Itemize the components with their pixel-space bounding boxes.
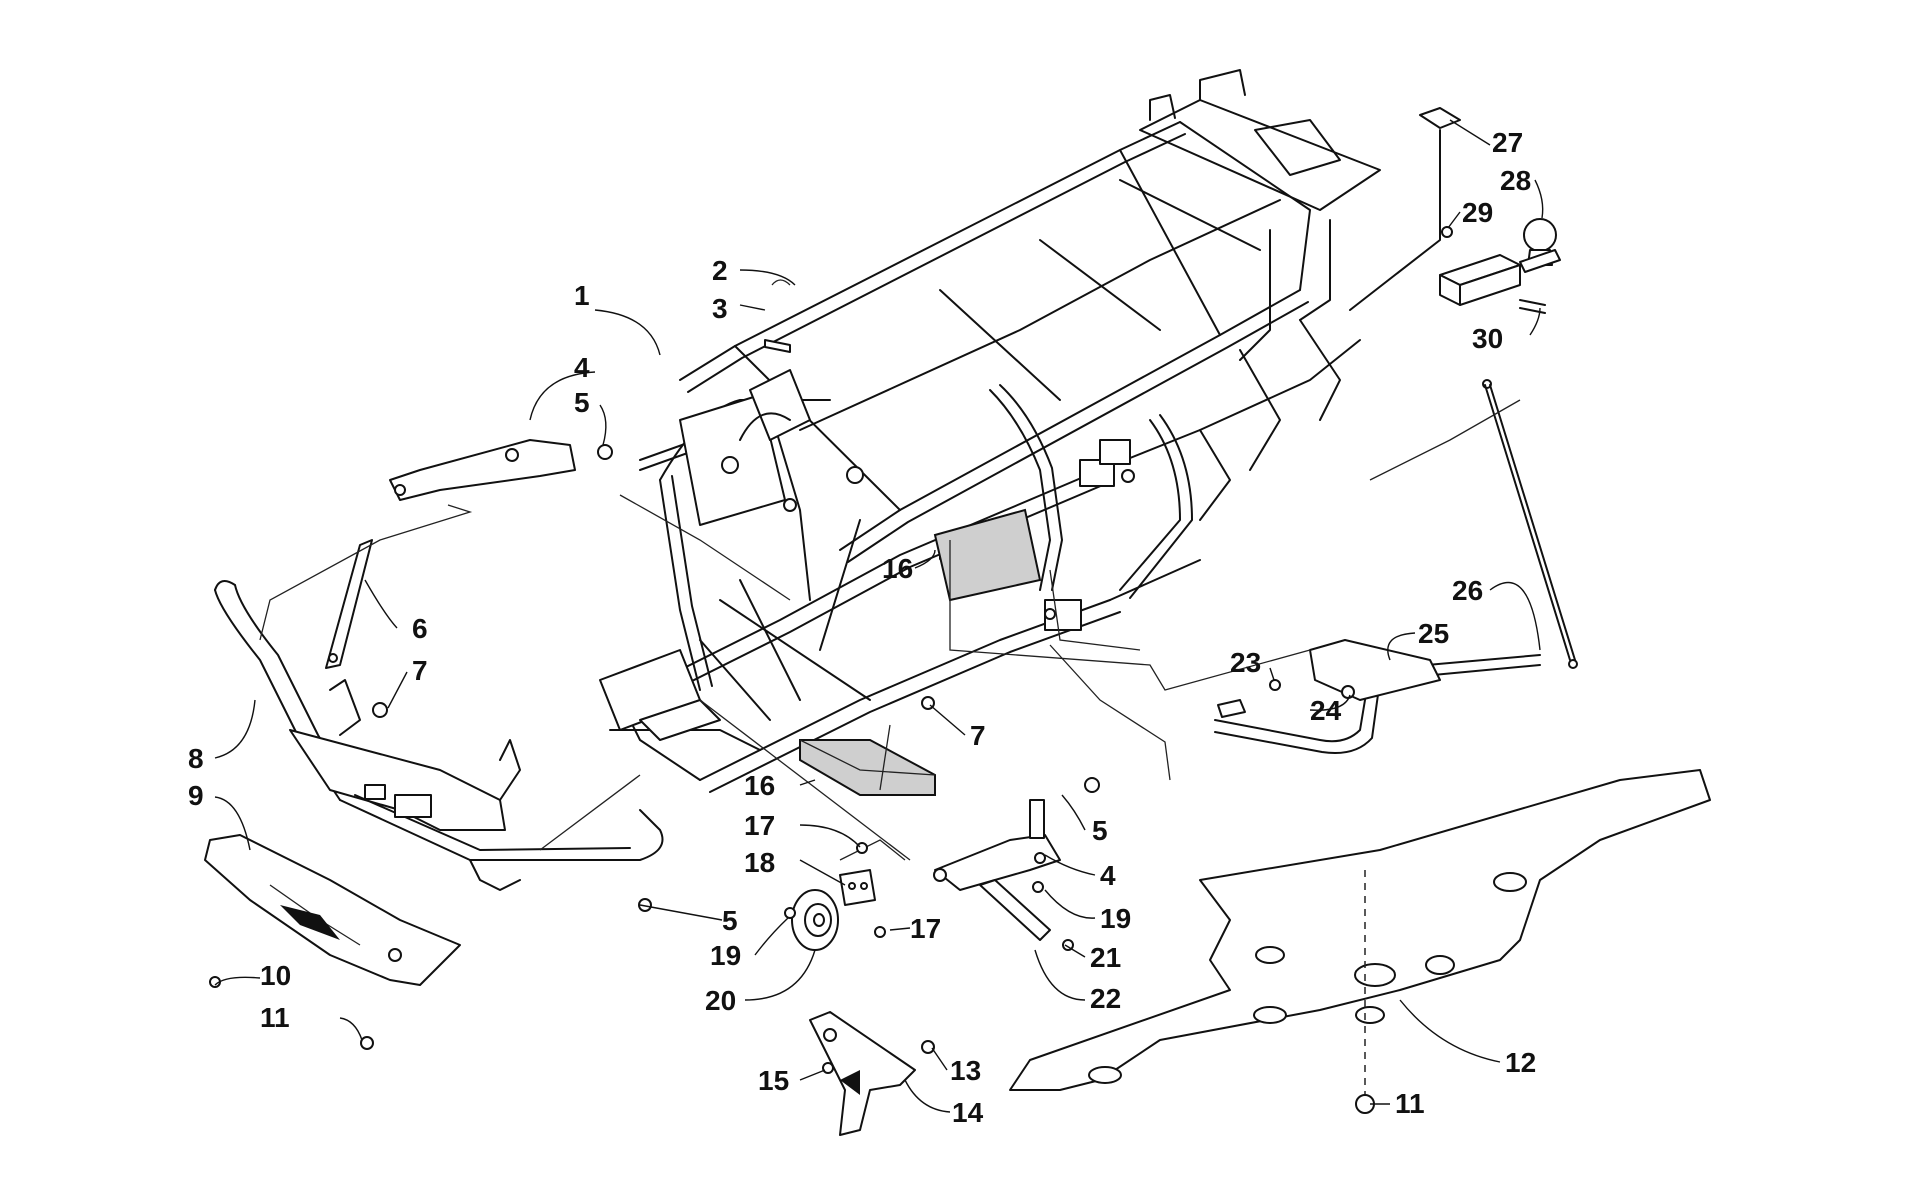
callout-7: 7 [970,720,986,751]
callout-19: 19 [1100,903,1131,934]
front-bracket-upper [389,439,576,501]
skid-plate [1009,769,1711,1095]
callout-4: 4 [574,352,590,383]
callout-17: 17 [744,810,775,841]
callout-11: 11 [260,1002,290,1033]
callout-28: 28 [1500,165,1531,196]
callout-11: 11 [1395,1088,1425,1119]
callout-9: 9 [188,780,204,811]
callout-14: 14 [952,1097,984,1128]
callout-3: 3 [712,293,728,324]
small-parts-2-3 [764,279,791,353]
main-frame [599,69,1381,793]
callout-17: 17 [910,913,941,944]
callout-22: 22 [1090,983,1121,1014]
callout-26: 26 [1452,575,1483,606]
callout-4: 4 [1100,860,1116,891]
callout-2: 2 [712,255,728,286]
callout-10: 10 [260,960,291,991]
callout-labels: 1 2 3 4 5 6 7 8 9 10 11 16 7 16 17 18 5 … [188,127,1536,1128]
callout-6: 6 [412,613,428,644]
callout-16: 16 [882,553,913,584]
callout-12: 12 [1505,1047,1536,1078]
bumper-skid-plate [204,834,461,986]
foam-block-lower [799,739,936,796]
callout-5: 5 [1092,815,1108,846]
callout-27: 27 [1492,127,1523,158]
hitch-assembly [1349,107,1561,314]
fasteners [209,444,1375,1114]
callout-19: 19 [710,940,741,971]
foam-block-upper [933,508,1042,602]
callout-21: 21 [1090,942,1121,973]
bracket-14 [809,1011,916,1136]
callout-16: 16 [744,770,775,801]
callout-29: 29 [1462,197,1493,228]
callout-7: 7 [412,655,428,686]
assembly-lines [259,399,1521,861]
callout-1: 1 [574,280,590,311]
callout-23: 23 [1230,647,1261,678]
mount-bracket-4-lower [933,799,1061,891]
callout-15: 15 [758,1065,789,1096]
callout-13: 13 [950,1055,981,1086]
callout-5: 5 [722,905,738,936]
rear-bar [1214,639,1541,754]
front-bracket-strut [325,539,373,669]
callout-8: 8 [188,743,204,774]
callout-20: 20 [705,985,736,1016]
bracket-18 [839,869,876,906]
callout-18: 18 [744,847,775,878]
callout-25: 25 [1418,618,1449,649]
callout-30: 30 [1472,323,1503,354]
callout-24: 24 [1310,695,1342,726]
rear-rod [1482,379,1578,669]
front-bumper [214,580,664,891]
callout-5: 5 [574,387,590,418]
bracket-22 [979,879,1051,941]
horn-20 [791,889,839,951]
leader-lines [214,119,1544,1113]
